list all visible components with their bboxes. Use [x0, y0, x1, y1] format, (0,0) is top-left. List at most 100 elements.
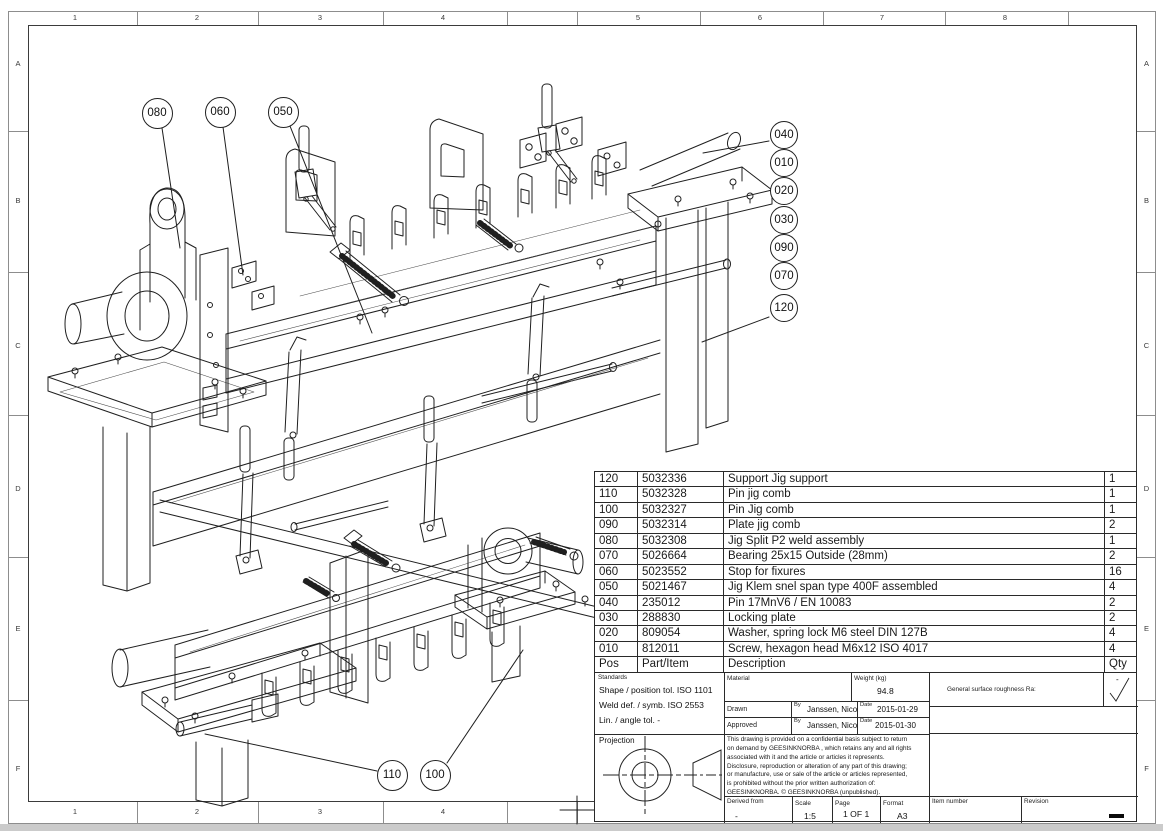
grid-tick [8, 131, 28, 132]
titleblock-divider [929, 673, 930, 823]
balloon-callout: 040 [770, 121, 798, 149]
grid-tick [1137, 131, 1156, 132]
scale-value: 1:5 [804, 811, 816, 821]
bom-cell-pos: 030 [595, 610, 638, 626]
grid-column-label-top: 5 [635, 13, 641, 22]
balloon-callout: 090 [770, 234, 798, 262]
bom-cell-part: 5026664 [638, 549, 724, 564]
grid-tick [1137, 557, 1156, 558]
grid-column-label-bottom: 4 [440, 807, 446, 816]
bom-cell-description: Support Jig support [724, 472, 1105, 487]
balloon-callout: 020 [770, 177, 798, 205]
standards-label: Standards [598, 674, 628, 681]
material-label: Material [727, 675, 750, 682]
bom-cell-qty: 2 [1109, 519, 1116, 532]
grid-tick [700, 11, 701, 25]
titleblock-divider [724, 796, 1138, 797]
bom-cell-part: 812011 [638, 641, 724, 657]
grid-tick [507, 11, 508, 25]
inner-frame-right [1136, 25, 1138, 802]
bom-cell-part: 288830 [638, 610, 724, 626]
bom-cell-qty: 1 [1109, 488, 1116, 501]
confidentiality-line: on demand by GEESINKNORBA , which retain… [727, 744, 912, 752]
grid-column-label-top: 1 [72, 13, 78, 22]
grid-column-label-top: 6 [757, 13, 763, 22]
grid-column-label-top: 4 [440, 13, 446, 22]
bom-cell-qty: 4 [1109, 627, 1116, 640]
bom-cell-pos: 020 [595, 626, 638, 641]
bom-cell-pos: 050 [595, 580, 638, 595]
titleblock-divider [880, 796, 881, 823]
bom-cell-qty: 1 [1109, 473, 1116, 485]
approved-by-value: Janssen, Nico [807, 721, 858, 730]
bom-cell-pos: 110 [595, 487, 638, 502]
grid-row-label-right: C [1143, 341, 1150, 350]
derived-from-label: Derived from [727, 798, 764, 805]
inner-frame-top [28, 25, 1137, 27]
bom-cell-part: 5032336 [638, 472, 724, 487]
grid-tick [8, 272, 28, 273]
title-block: Standards Shape / position tol. ISO 1101… [594, 672, 1138, 823]
grid-row-label-right: F [1144, 764, 1149, 773]
bom-cell-description: Screw, hexagon head M6x12 ISO 4017 [724, 641, 1105, 657]
titleblock-divider [724, 673, 725, 823]
grid-column-label-top: 3 [317, 13, 323, 22]
approved-date-value: 2015-01-30 [875, 721, 916, 730]
bom-cell-part: 5023552 [638, 564, 724, 580]
confidentiality-line: Disclosure, reproduction or alteration o… [727, 762, 907, 770]
bom-cell-qty: 1 [1109, 534, 1116, 547]
grid-row-label-right: B [1143, 196, 1149, 205]
grid-tick [258, 802, 259, 824]
grid-row-label-right: E [1143, 624, 1149, 633]
bom-cell-part: 5021467 [638, 580, 724, 595]
titleblock-divider [832, 796, 833, 823]
confidentiality-line: This drawing is provided on a confidenti… [727, 736, 908, 743]
grid-column-label-top: 8 [1002, 13, 1008, 22]
titleblock-divider [929, 733, 1138, 734]
grid-tick [8, 700, 28, 701]
bom-cell-part: 5032308 [638, 533, 724, 549]
grid-tick [945, 11, 946, 25]
grid-tick [8, 415, 28, 416]
bom-cell-qty: 1 [1109, 503, 1116, 516]
standards-line: Shape / position tol. ISO 1101 [599, 685, 713, 695]
bom-cell-part: 235012 [638, 595, 724, 610]
balloon-callout: 030 [770, 206, 798, 234]
bom-cell-description: Pin 17MnV6 / EN 10083 [724, 595, 1105, 610]
scale-label: Scale [795, 800, 811, 807]
bom-cell-part: 5032327 [638, 502, 724, 518]
bom-cell-pos: 100 [595, 502, 638, 518]
bom-cell-pos: Pos [595, 657, 638, 673]
inner-frame-left [28, 25, 30, 802]
standards-line: Lin. / angle tol. - [599, 715, 661, 725]
grid-column-label-bottom: 1 [72, 807, 78, 816]
grid-row-label-left: C [15, 341, 21, 350]
titleblock-divider [929, 706, 1138, 707]
grid-tick [1137, 272, 1156, 273]
drawn-date-value: 2015-01-29 [877, 705, 918, 714]
inner-frame-bottom [28, 801, 595, 803]
grid-tick [383, 11, 384, 25]
confidentiality-line: GEESINKNORBA. © GEESINKNORBA (unpublishe… [727, 789, 881, 797]
grid-tick [1137, 700, 1156, 701]
grid-row-label-left: E [15, 624, 21, 633]
grid-tick [577, 11, 578, 25]
bom-cell-part: 5032314 [638, 518, 724, 533]
bom-cell-pos: 080 [595, 533, 638, 549]
confidentiality-line: associated with it and the article or ar… [727, 753, 885, 761]
balloon-callout: 070 [770, 262, 798, 290]
standards-line: Weld def. / symb. ISO 2553 [599, 700, 704, 710]
approved-label: Approved [727, 722, 757, 729]
grid-tick [258, 11, 259, 25]
by-label: By [794, 718, 801, 724]
bom-cell-part: 809054 [638, 626, 724, 641]
bom-cell-pos: 120 [595, 472, 638, 487]
